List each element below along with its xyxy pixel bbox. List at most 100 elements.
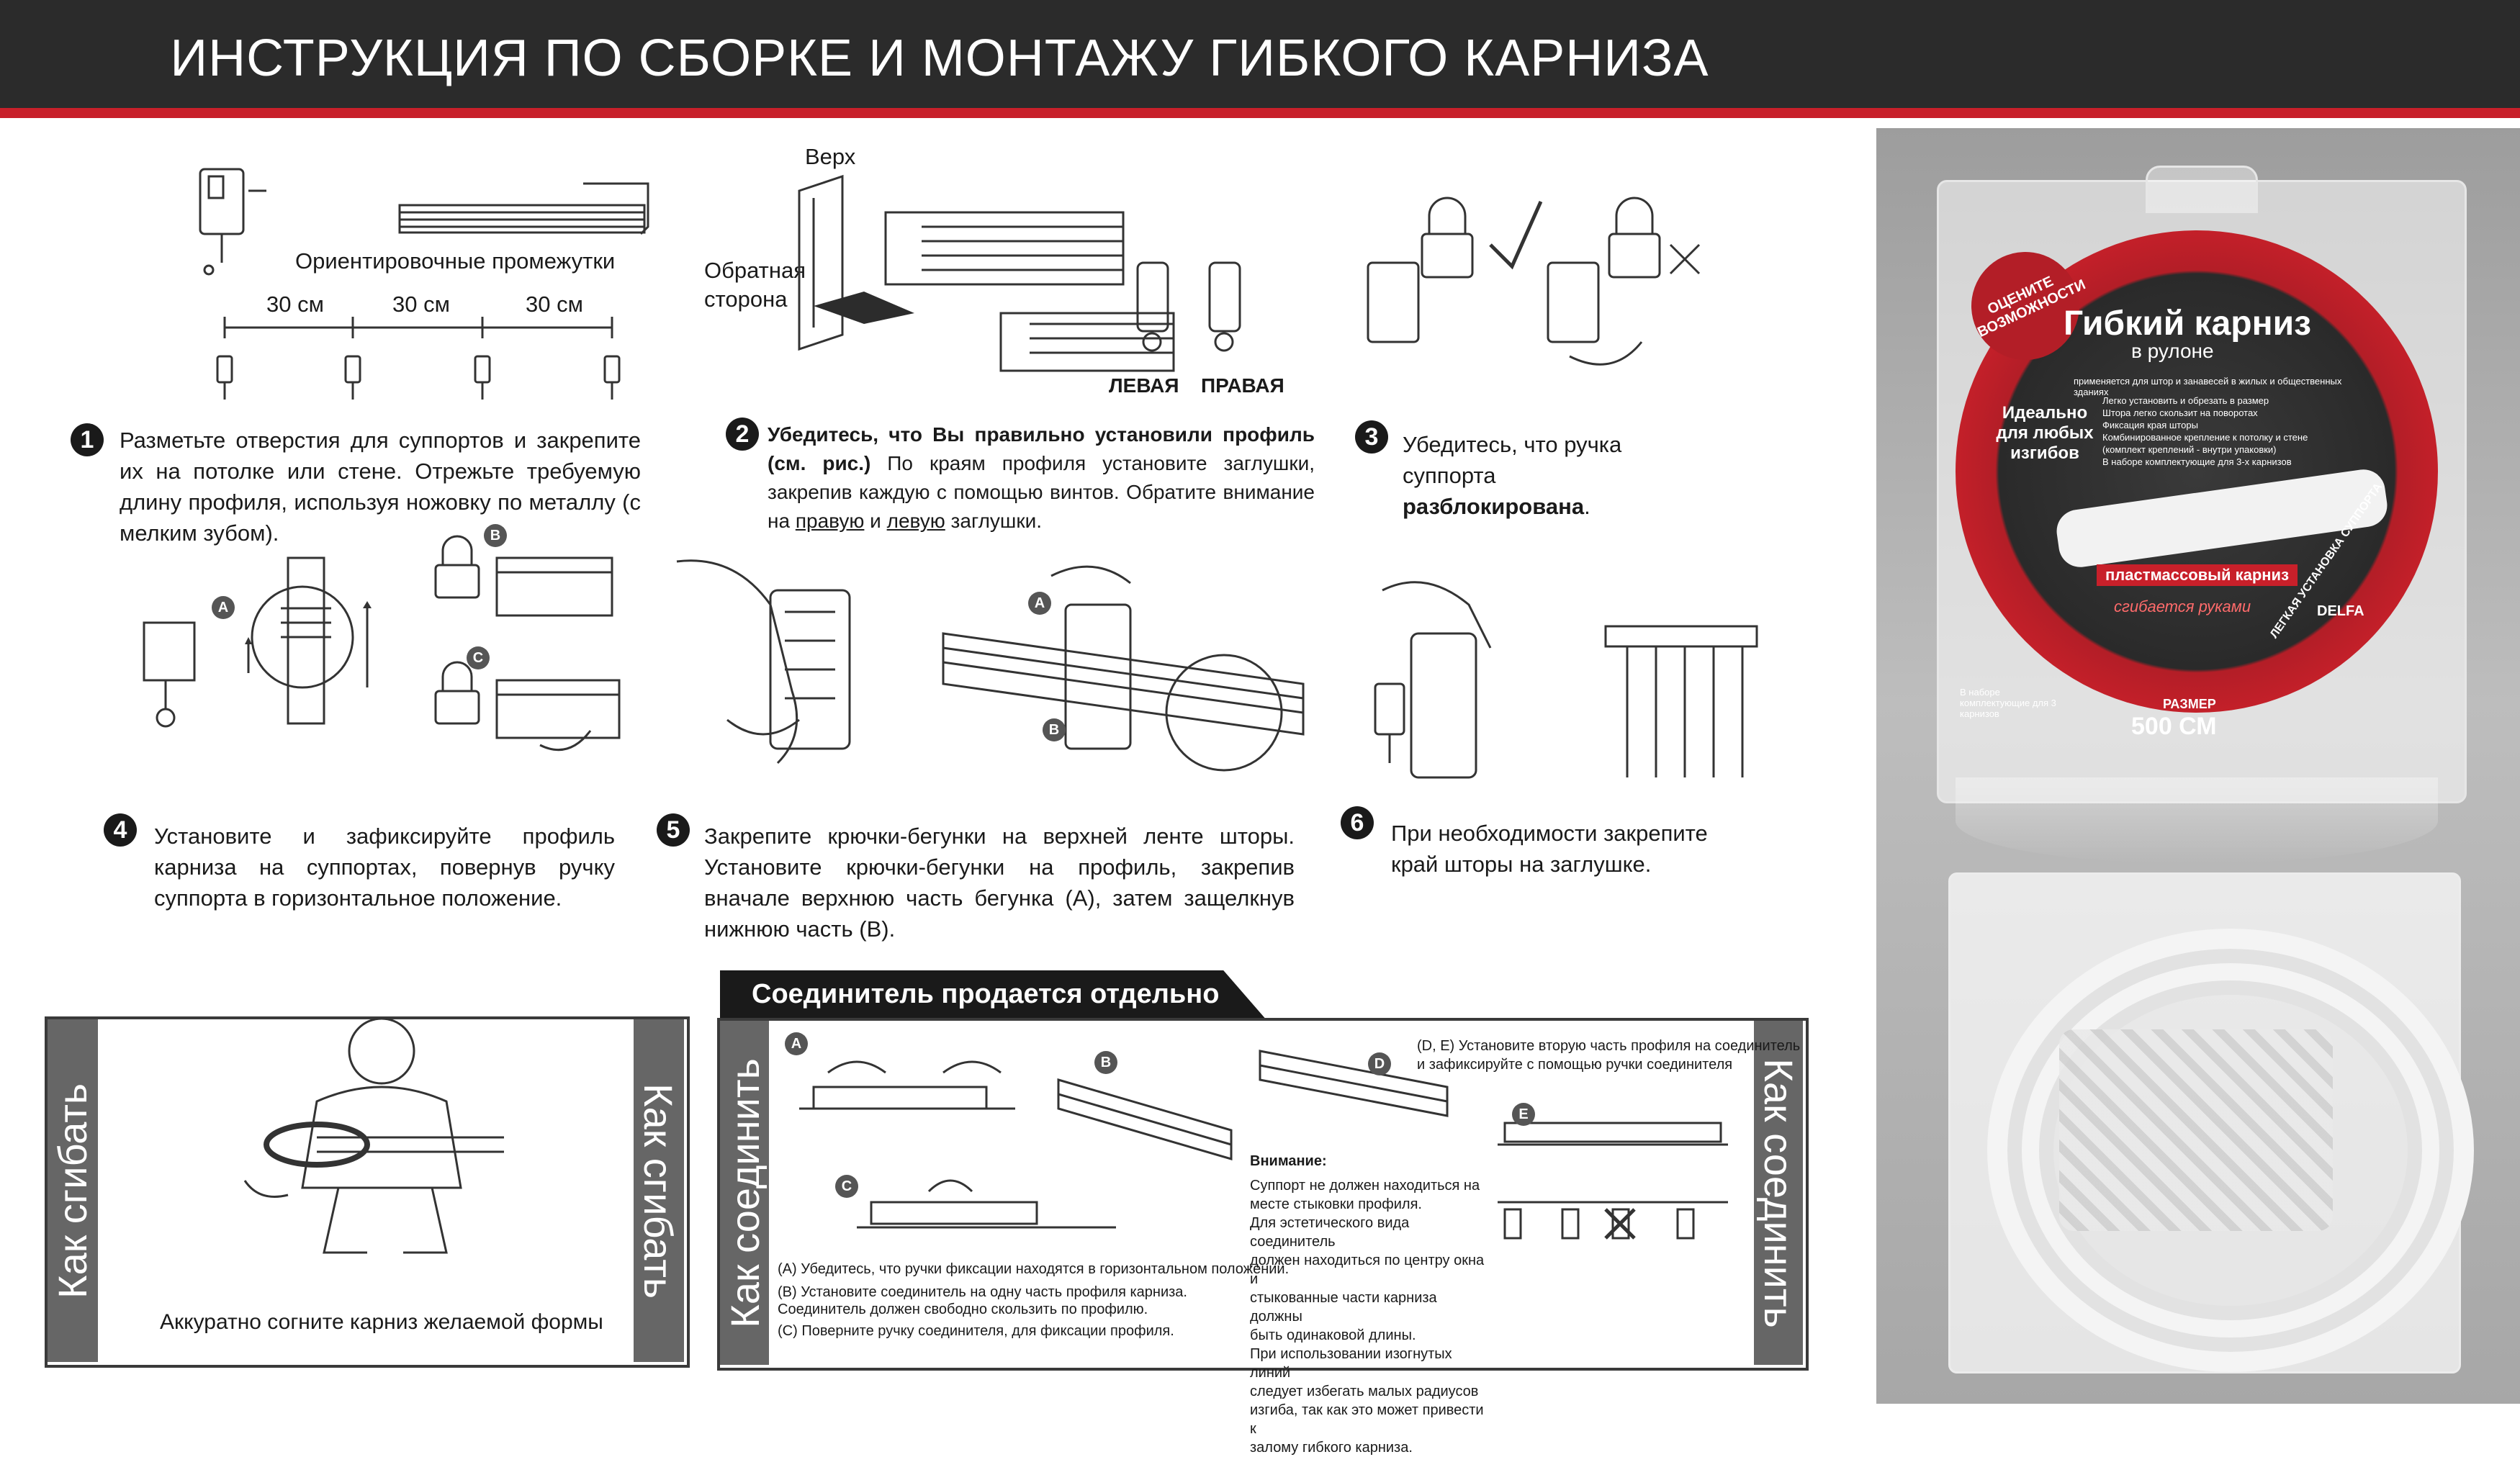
step2-right-label: ПРАВАЯ [1201,374,1284,397]
product-feature: Штора легко скользит на поворотах [2102,407,2258,418]
connect-box [717,1018,1809,1371]
warn-line: быть одинаковой длины. [1250,1327,1416,1343]
connect-note-de-1: (D, E) Установите вторую часть профиля н… [1417,1038,1801,1054]
connect-note-b1: (В) Установите соединитель на одну часть… [778,1284,1187,1300]
step6-number: 6 [1341,806,1374,839]
header-accent-line [0,108,2520,118]
connect-label-d: D [1368,1052,1391,1075]
product-feature: Легко установить и обрезать в размер [2102,395,2269,406]
step5-label-b: B [1043,718,1066,741]
step2-text-1: По краям профиля установите заглушки, за… [768,452,1315,532]
warn-line: должен находиться по центру окна и [1250,1253,1485,1287]
connect-label-b: B [1094,1051,1117,1074]
step3-text-bold: разблокирована [1403,494,1585,519]
product-brand: DELFA [2317,603,2364,619]
connect-warning-text: Суппорт не должен находиться на месте ст… [1250,1176,1488,1457]
connect-note-c: (С) Поверните ручку соединителя, для фик… [778,1323,1174,1339]
step2-text: Убедитесь, что Вы правильно установили п… [768,420,1315,536]
step1-text: Разметьте отверстия для суппортов и закр… [120,428,641,546]
product-package-hanger [2146,166,2258,213]
step3-illustration [1354,191,1728,392]
connect-note-de-2: и зафиксируйте с помощью ручки соедините… [1417,1057,1733,1073]
connect-banner-text: Соединитель продается отдельно [752,979,1220,1009]
product-ideal: Идеально для любых изгибов [1994,403,2095,464]
product-bend-label: сгибается руками [2114,597,2251,615]
product-ideal-line-1: Идеально [2002,403,2088,423]
step1-number: 1 [71,423,104,456]
connect-side-left: Как соединить [720,1021,769,1365]
bend-illustration [202,1008,547,1274]
product-ideal-line-3: изгибов [2010,443,2079,463]
warn-line: Суппорт не должен находиться на [1250,1178,1480,1194]
step2-text-right: правую [795,510,865,532]
connect-banner [720,970,1267,1021]
product-features: Легко установить и обрезать в размер Што… [2102,394,2333,468]
product-title: Гибкий карниз [2064,305,2311,343]
connect-note-b2: Соединитель должен свободно скользить по… [778,1302,1148,1317]
page-title: ИНСТРУКЦИЯ ПО СБОРКЕ И МОНТАЖУ ГИБКОГО К… [170,30,1709,87]
step2-text-left: левую [886,510,945,532]
product-tagline: применяется для штор и занавесей в жилых… [2074,376,2342,397]
step1-gap-1: 30 см [266,292,324,317]
step2-illustration [792,169,1296,407]
bend-side-label-right: Как сгибать [636,1083,682,1299]
bend-caption: Аккуратно согните карниз желаемой формы [160,1310,603,1334]
warn-line: залому гибкого карниза. [1250,1440,1413,1456]
step1-illustration [180,155,655,414]
step5-illustration [662,547,1310,792]
header-bar [0,0,2520,108]
step5-number: 5 [657,813,690,847]
product-feature: (комплект креплений - внутри упаковки) [2102,444,2277,455]
bend-side-right: Как сгибать [634,1019,684,1362]
product-size-label: РАЗМЕР [2163,697,2216,711]
step2-left-label: ЛЕВАЯ [1109,374,1179,397]
step2-back-label-1: Обратная [704,258,806,283]
connect-label-e: E [1512,1103,1535,1126]
product-feature: Комбинированное крепление к потолку и ст… [2102,432,2308,443]
step2-text-bold: Убедитесь, что Вы правильно установили п… [768,423,1315,474]
connect-side-label-right: Как соединить [1755,1057,1801,1328]
warn-line: При использовании изогнутых линий [1250,1346,1452,1381]
product-subtitle: в рулоне [2131,340,2214,362]
step2-text-end: заглушки. [945,510,1043,532]
step4-label-b: B [484,524,507,547]
product-size-value: 500 СМ [2131,713,2217,740]
connect-note-a: (А) Убедитесь, что ручки фиксации находя… [778,1261,1290,1277]
product-ideal-line-2: для любых [1996,423,2094,443]
step5-label-a: A [1028,592,1051,615]
step4-number: 4 [104,813,137,847]
warn-line: месте стыковки профиля. [1250,1196,1422,1212]
product-feature: Фиксация края шторы [2102,420,2198,430]
warn-line: следует избегать малых радиусов [1250,1384,1479,1399]
warn-line: стыкованные части карниза должны [1250,1290,1437,1325]
step1-gap-2: 30 см [392,292,450,317]
step3-text: Убедитесь, что ручка суппорта разблокиро… [1403,429,1691,522]
connect-label-c: C [835,1175,858,1198]
connect-side-label-left: Как соединить [721,1057,768,1328]
step5-text: Закрепите крючки-бегунки на верхней лент… [704,824,1295,942]
warn-line: изгиба, так как это может привести к [1250,1402,1484,1437]
connect-side-right: Как соединить [1754,1021,1803,1365]
connect-illustration [785,1029,1742,1260]
step3-number: 3 [1355,420,1388,454]
product-set-note: В наборе комплектующие для 3 карнизов [1960,687,2056,719]
bend-side-label-left: Как сгибать [50,1083,96,1299]
product-feature: В наборе комплектующие для 3-х карнизов [2102,456,2292,467]
connect-label-a: A [785,1032,808,1055]
step3-text-1: Убедитесь, что ручка суппорта [1403,432,1622,488]
step2-top-label: Верх [805,144,856,169]
step4-label-a: A [212,596,235,619]
bend-side-left: Как сгибать [48,1019,98,1362]
product-reflection [1956,777,2438,864]
step2-number: 2 [726,418,759,451]
step2-back-label-2: сторона [704,287,788,312]
step1-gap-3: 30 см [526,292,583,317]
warn-line: Для эстетического вида соединитель [1250,1215,1410,1250]
step6-illustration [1368,561,1764,792]
step4-text: Установите и зафиксируйте профиль карниз… [154,824,615,911]
step2-text-and: и [864,510,887,532]
product-plastic-label: пластмассовый карниз [2097,564,2298,586]
bend-box [45,1016,690,1368]
step1-gaps-label: Ориентировочные промежутки [295,248,616,274]
step6-text: При необходимости закрепите край шторы н… [1391,821,1708,877]
